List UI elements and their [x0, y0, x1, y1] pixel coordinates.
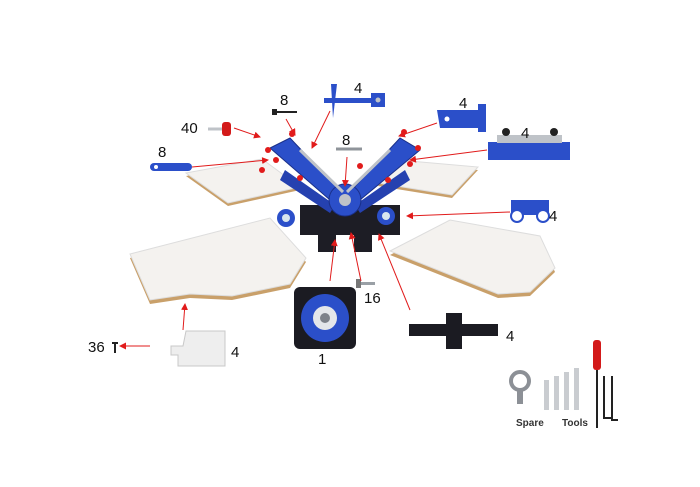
right-rollers-part [510, 200, 550, 223]
platen-top-left [184, 158, 302, 206]
label-small-platen-qty: 4 [231, 344, 240, 361]
red-knob-part [208, 122, 231, 136]
eye-bolt-icon [509, 370, 531, 404]
label-right-clamp-qty: 4 [521, 125, 530, 142]
platen-bottom-left [129, 217, 307, 304]
right-side-bracket-part [437, 104, 486, 132]
caption-tools: Tools [562, 418, 588, 429]
left-bracket-part [150, 163, 192, 171]
label-top-screw-qty: 8 [280, 92, 289, 109]
press-frame [259, 129, 421, 252]
label-right-side-bracket-qty: 4 [459, 95, 468, 112]
label-carousel-top-qty: 4 [354, 80, 363, 97]
hex-key-icon [603, 376, 618, 421]
bolt-part [356, 279, 375, 288]
callout-arrows [119, 110, 511, 350]
right-clamp-part [488, 128, 570, 160]
label-base-plate-qty: 1 [318, 351, 327, 368]
small-screw-part [112, 342, 118, 353]
label-bolt-qty: 16 [364, 290, 381, 307]
base-plate-part [294, 287, 356, 349]
label-base-bar-qty: 4 [506, 328, 515, 345]
label-small-screw-qty: 36 [88, 339, 105, 356]
label-right-rollers-qty: 4 [549, 208, 558, 225]
screwdriver-icon [593, 340, 601, 428]
carousel-top-part [324, 84, 385, 118]
label-left-bracket-qty: 8 [158, 144, 167, 161]
small-platen-part [170, 330, 226, 367]
base-bar-part [409, 313, 498, 349]
label-center-pin-qty: 8 [342, 132, 351, 149]
wrench-icon [544, 368, 579, 410]
top-screw-part [272, 109, 297, 115]
label-red-knob-qty: 40 [181, 120, 198, 137]
caption-spare: Spare [516, 418, 544, 429]
platen-bottom-right [388, 219, 556, 298]
